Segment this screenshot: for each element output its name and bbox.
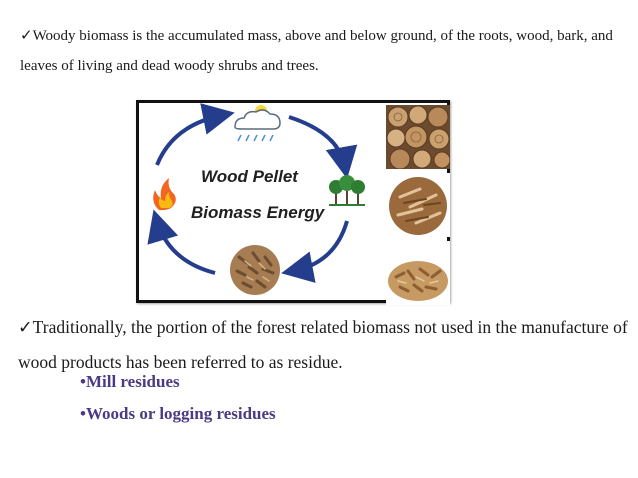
wood-pellets-icon	[230, 245, 280, 295]
figure-title-wood-pellet: Wood Pellet	[201, 167, 298, 186]
arrow-top-right	[288, 115, 358, 179]
wood-pellet-cycle-figure: Wood Pellet Biomass Energy	[136, 100, 450, 305]
trees-icon	[329, 175, 365, 206]
wood-chips-photo	[386, 173, 450, 237]
woody-biomass-definition: ✓Woody biomass is the accumulated mass, …	[20, 20, 620, 81]
arrow-top-left	[155, 103, 235, 166]
checkmark-icon: ✓	[20, 26, 33, 44]
cycle-diagram	[147, 103, 365, 295]
residue-definition: ✓Traditionally, the portion of the fores…	[18, 310, 628, 379]
wood-pellets-photo	[386, 241, 450, 305]
arrow-bottom-left	[147, 209, 216, 275]
residue-text: Traditionally, the portion of the forest…	[18, 317, 628, 372]
weather-cloud-sun-icon	[234, 105, 281, 142]
arrow-bottom-right	[281, 220, 349, 283]
fire-icon	[153, 178, 176, 211]
figure-title-biomass-energy: Biomass Energy	[191, 203, 325, 222]
bullet-logging-residues: •Woods or logging residues	[80, 404, 276, 423]
woody-biomass-text: Woody biomass is the accumulated mass, a…	[20, 28, 613, 74]
bullet-mill-residues: •Mill residues	[80, 372, 180, 391]
firewood-logs-photo	[386, 105, 450, 169]
checkmark-icon: ✓	[18, 318, 33, 338]
